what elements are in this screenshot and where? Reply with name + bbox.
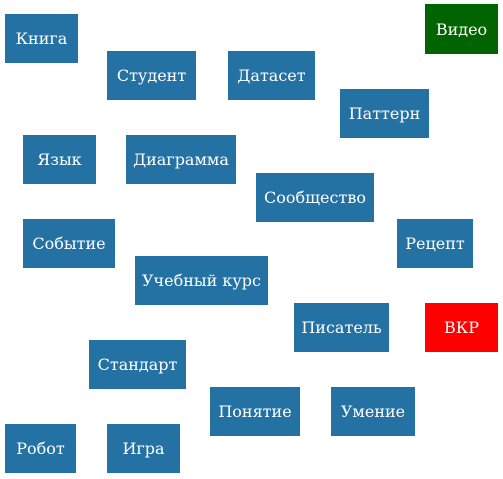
node-uchebny-kurs: Учебный курс bbox=[135, 256, 268, 305]
node-ponyatie: Понятие bbox=[210, 387, 300, 436]
node-dataset: Датасет bbox=[228, 51, 315, 100]
node-student: Студент bbox=[107, 51, 196, 100]
node-kniga: Книга bbox=[5, 14, 78, 63]
node-soobshchestvo: Сообщество bbox=[256, 173, 374, 222]
node-pattern: Паттерн bbox=[340, 89, 429, 138]
node-robot: Робот bbox=[5, 424, 76, 473]
node-yazyk: Язык bbox=[23, 135, 96, 184]
node-vkr: ВКР bbox=[425, 303, 498, 352]
node-sobytie: Событие bbox=[23, 219, 115, 268]
node-pisatel: Писатель bbox=[294, 303, 389, 352]
node-video: Видео bbox=[425, 4, 498, 54]
node-igra: Игра bbox=[107, 424, 180, 473]
node-standart: Стандарт bbox=[89, 340, 186, 389]
node-recept: Рецепт bbox=[397, 219, 473, 268]
node-diagramma: Диаграмма bbox=[126, 135, 236, 184]
node-umenie: Умение bbox=[331, 387, 415, 436]
